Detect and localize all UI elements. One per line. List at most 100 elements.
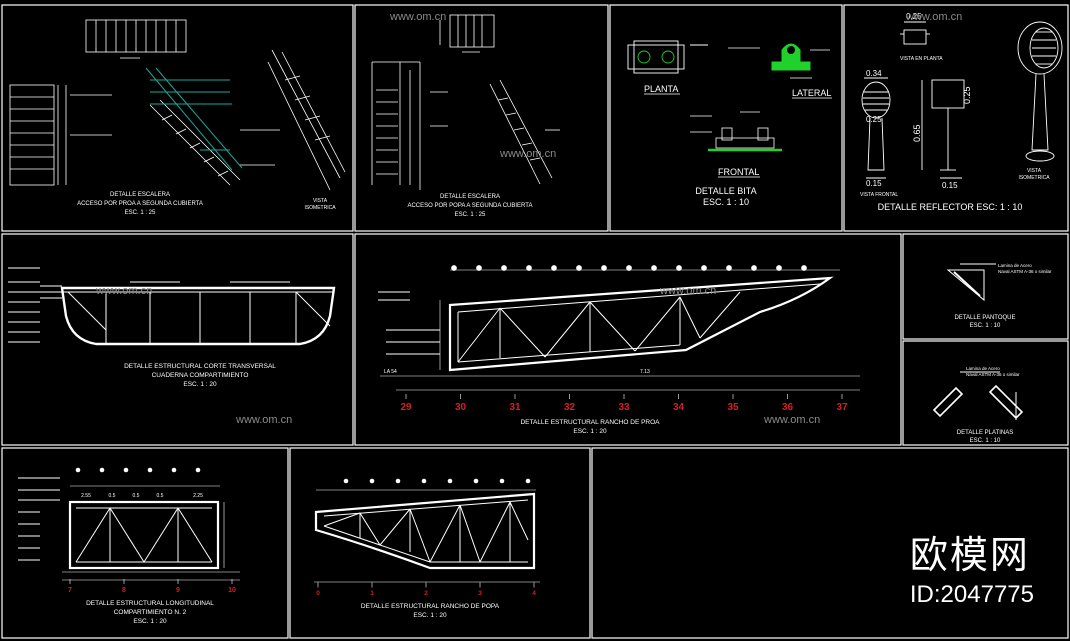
iso-label-line1: VISTA xyxy=(313,198,328,204)
title-platinas: DETALLE PLATINAS xyxy=(957,430,1013,436)
title-reflector: DETALLE REFLECTOR ESC: 1 : 10 xyxy=(878,202,1023,212)
panel-borders xyxy=(1,4,1069,639)
site-watermark: www.om.cn xyxy=(499,148,556,160)
site-watermark: www.om.cn xyxy=(95,285,152,297)
panel-escalera-popa: DETALLE ESCALERA ACCESO POR POPA A SEGUN… xyxy=(371,14,560,218)
reflector-lateral-drawing xyxy=(921,79,965,179)
frame-number: 0 xyxy=(316,590,320,597)
iso-label-line2: ISOMETRICA xyxy=(304,205,336,211)
frame-number: 1 xyxy=(370,590,374,597)
frame-number: 30 xyxy=(455,402,467,413)
longitudinal-truss-drawing xyxy=(18,477,240,581)
label-vista-frontal: VISTA FRONTAL xyxy=(860,192,898,198)
dim-la54: LA 54 xyxy=(384,369,397,375)
frame-number: 35 xyxy=(727,402,739,413)
dim-015-right: 0.15 xyxy=(942,181,958,190)
label-lateral: LATERAL xyxy=(792,88,831,98)
site-watermark: www.om.cn xyxy=(763,414,820,426)
dimension-label: 0.5 xyxy=(109,493,116,499)
reflector-isometric-drawing xyxy=(1017,21,1063,162)
rancho-popa-station-markers xyxy=(343,478,531,484)
bita-frontal-drawing xyxy=(690,111,782,152)
label-planta: PLANTA xyxy=(644,84,678,94)
dim-015-left: 0.15 xyxy=(866,179,882,188)
reflector-iso-label-1: VISTA xyxy=(1027,168,1042,174)
longitudinal-station-markers xyxy=(75,467,201,473)
title-escalera-popa: DETALLE ESCALERA xyxy=(440,194,500,200)
dim-025-right: 0.25 xyxy=(962,86,972,104)
title-pantoque: DETALLE PANTOQUE xyxy=(954,315,1015,321)
model-id: ID:2047775 xyxy=(909,581,1034,608)
longitudinal-frame-numbers: 7 8 9 10 xyxy=(68,579,236,594)
title-corte-transversal: DETALLE ESTRUCTURAL CORTE TRANSVERSAL xyxy=(124,363,276,370)
scale-escalera-popa: ESC. 1 : 25 xyxy=(455,212,486,218)
transverse-section-drawing xyxy=(8,267,336,346)
reflector-planta-drawing xyxy=(900,21,930,45)
site-watermark: www.om.cn xyxy=(905,11,962,23)
frame-number: 32 xyxy=(564,402,576,413)
panel-pantoque: Lamina de Acero Naval ASTM A-36 o simila… xyxy=(946,263,1052,329)
scale-platinas: ESC. 1 : 10 xyxy=(970,438,1001,444)
ladder-handrail-highlight xyxy=(145,67,243,171)
subtitle-escalera-proa: ACCESO POR PROA A SEGUNDA CUBIERTA xyxy=(77,201,203,207)
title-longitudinal: DETALLE ESTRUCTURAL LONGITUDINAL xyxy=(86,600,214,607)
frame-number: 33 xyxy=(618,402,630,413)
dim-065: 0.65 xyxy=(912,124,922,142)
ladder-elevation-drawing xyxy=(9,19,346,191)
frame-number: 37 xyxy=(836,402,848,413)
pantoque-note-1: Lamina de Acero xyxy=(998,263,1032,268)
platinas-note-1: Lamina de Acero xyxy=(966,366,1000,371)
frame-number: 7 xyxy=(68,587,72,594)
reflector-frontal-drawing xyxy=(861,77,891,179)
brand-watermark: 欧模网 ID:2047775 xyxy=(910,524,1034,609)
reflector-iso-label-2: ISOMETRICA xyxy=(1018,175,1050,181)
dim-025-top: 0.25 xyxy=(906,12,922,21)
site-watermark: www.om.cn xyxy=(389,11,446,23)
label-vista-planta: VISTA EN PLANTA xyxy=(900,56,943,62)
site-watermark: www.om.cn xyxy=(235,414,292,426)
scale-bita: ESC. 1 : 10 xyxy=(703,197,749,207)
platinas-note-2: Naval ASTM A-36 o similar xyxy=(966,372,1020,377)
rancho-popa-truss-drawing xyxy=(314,489,540,583)
platinas-drawing xyxy=(932,371,1024,420)
frame-number: 8 xyxy=(122,587,126,594)
site-watermark: www.om.cn xyxy=(659,285,716,297)
frame-number: 10 xyxy=(228,587,236,594)
dim-034: 0.34 xyxy=(866,69,882,78)
frame-number: 4 xyxy=(532,590,536,597)
scale-corte-transversal: ESC. 1 : 20 xyxy=(183,381,217,388)
dimension-label: 0.5 xyxy=(133,493,140,499)
rancho-proa-station-markers xyxy=(451,265,807,271)
frame-number: 29 xyxy=(400,402,412,413)
panel-escalera-proa: DETALLE ESCALERA ACCESO POR PROA A SEGUN… xyxy=(9,19,346,216)
subtitle-longitudinal: COMPARTIMIENTO N. 2 xyxy=(114,609,187,616)
pantoque-note-2: Naval ASTM A-36 o similar xyxy=(998,269,1052,274)
rancho-proa-truss-drawing xyxy=(378,269,860,391)
scale-rancho-popa: ESC. 1 : 20 xyxy=(413,612,447,619)
title-rancho-proa: DETALLE ESTRUCTURAL RANCHO DE PROA xyxy=(520,419,660,426)
frame-number: 34 xyxy=(673,402,685,413)
site-watermarks: www.om.cn www.om.cn www.om.cn www.om.cn … xyxy=(95,11,962,426)
frame-number: 3 xyxy=(478,590,482,597)
bita-lateral-drawing xyxy=(728,43,830,79)
scale-pantoque: ESC. 1 : 10 xyxy=(970,323,1001,329)
scale-longitudinal: ESC. 1 : 20 xyxy=(133,618,167,625)
dimension-label: 2.25 xyxy=(193,493,203,499)
title-rancho-popa: DETALLE ESTRUCTURAL RANCHO DE POPA xyxy=(361,603,500,610)
title-escalera-proa: DETALLE ESCALERA xyxy=(110,192,170,198)
scale-escalera-proa: ESC. 1 : 25 xyxy=(125,210,156,216)
panel-bita: PLANTA LATERAL FRONTAL DETALLE BITA ESC.… xyxy=(627,40,832,207)
subtitle-escalera-popa: ACCESO POR POPA A SEGUNDA CUBIERTA xyxy=(407,203,532,209)
brand-logo: 欧模网 xyxy=(909,533,1030,577)
frame-number: 9 xyxy=(176,587,180,594)
bita-planta-drawing xyxy=(627,40,708,74)
dim-025-left: 0.25 xyxy=(866,115,882,124)
dim-713: 7.13 xyxy=(640,369,650,375)
